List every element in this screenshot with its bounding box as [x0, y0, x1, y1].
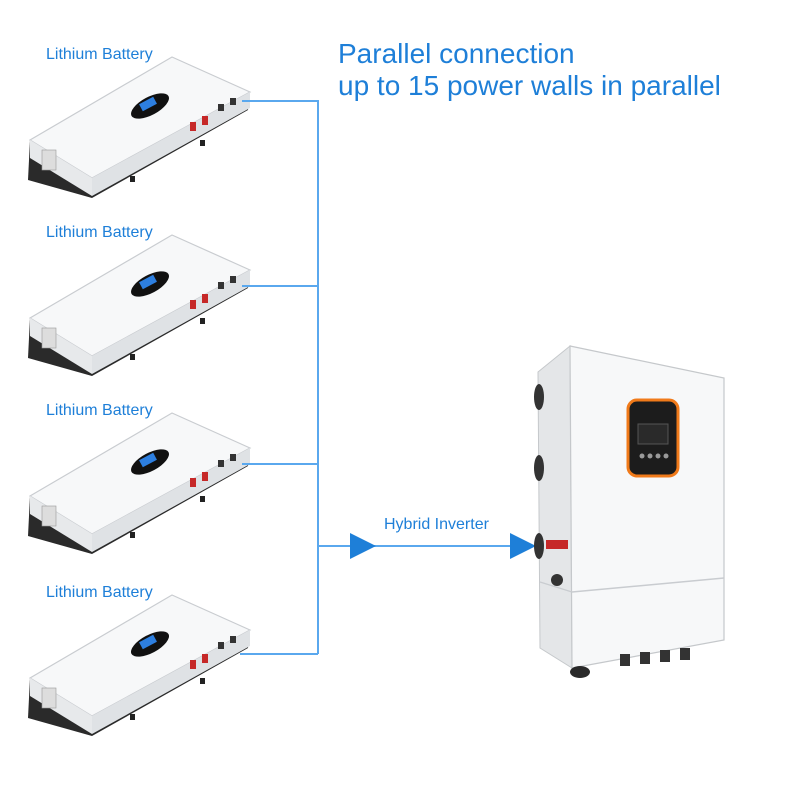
battery-2	[27, 234, 251, 377]
parallel-bus	[240, 100, 512, 655]
battery-1	[27, 56, 251, 199]
battery-4	[27, 594, 251, 737]
inverter-label: Hybrid Inverter	[384, 516, 489, 533]
battery-label-4: Lithium Battery	[46, 584, 153, 601]
battery-label-3: Lithium Battery	[46, 402, 153, 419]
title-line-1: Parallel connection	[338, 38, 575, 69]
battery-3	[27, 412, 251, 555]
battery-label-2: Lithium Battery	[46, 224, 153, 241]
arrow-2-icon	[510, 533, 536, 559]
arrow-1-icon	[350, 533, 376, 559]
hybrid-inverter	[534, 344, 725, 678]
title-line-2: up to 15 power walls in parallel	[338, 70, 721, 101]
battery-label-1: Lithium Battery	[46, 46, 153, 63]
diagram-title: Parallel connection up to 15 power walls…	[338, 38, 721, 102]
